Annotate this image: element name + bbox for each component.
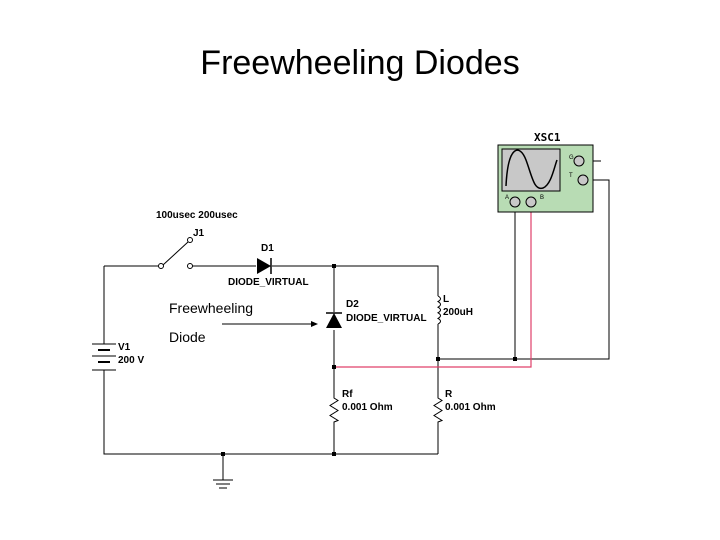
- diode-d1[interactable]: [257, 258, 272, 274]
- r-ref-label: R: [445, 389, 453, 400]
- battery-value-label: 200 V: [118, 355, 144, 366]
- scope-waveform: [505, 149, 558, 190]
- d2-model-label: DIODE_VIRTUAL: [346, 313, 427, 324]
- junction-dot: [513, 357, 517, 361]
- battery-ref-label: V1: [118, 342, 131, 353]
- junction-dot: [221, 452, 225, 456]
- slide-title: Freewheeling Diodes: [200, 44, 520, 82]
- junction-dot: [436, 357, 440, 361]
- annotation-line-1: Freewheeling: [169, 300, 253, 316]
- switch-ref-label: J1: [193, 228, 205, 239]
- scope-ref-label: XSC1: [534, 131, 561, 144]
- junction-dots: [221, 264, 517, 456]
- ground-icon: [213, 479, 233, 489]
- switch-timing-label: 100usec 200usec: [156, 210, 238, 221]
- scope-label-b: B: [540, 195, 544, 201]
- inductor-ref-label: L: [443, 294, 449, 305]
- scope-terminal-t[interactable]: [577, 174, 589, 186]
- diode-d2[interactable]: [326, 312, 342, 328]
- junction-dot: [332, 365, 336, 369]
- r-value-label: 0.001 Ohm: [445, 402, 496, 413]
- wire-trigger: [515, 179, 610, 360]
- wire-probe-b: [334, 204, 532, 368]
- circuit-wires: [103, 160, 610, 480]
- switch-j1[interactable]: [158, 237, 193, 269]
- oscilloscope-xsc1[interactable]: [497, 144, 594, 213]
- rf-ref-label: Rf: [342, 389, 353, 400]
- junction-dot: [332, 264, 336, 268]
- rf-value-label: 0.001 Ohm: [342, 402, 393, 413]
- scope-terminal-b[interactable]: [525, 196, 537, 208]
- scope-label-t: T: [569, 173, 573, 179]
- scope-terminal-g[interactable]: [573, 155, 585, 167]
- battery-v1[interactable]: [92, 343, 116, 371]
- scope-terminal-a[interactable]: [509, 196, 521, 208]
- inductor-value-label: 200uH: [443, 307, 473, 318]
- scope-label-a: A: [505, 195, 509, 201]
- resistor-r[interactable]: [433, 396, 444, 424]
- wire-probe-a: [438, 204, 516, 360]
- resistor-rf[interactable]: [329, 396, 340, 424]
- annotation-line-2: Diode: [169, 329, 206, 345]
- junction-dot: [332, 452, 336, 456]
- wire-left-lower: [103, 370, 438, 455]
- d2-ref-label: D2: [346, 299, 359, 310]
- d1-ref-label: D1: [261, 243, 274, 254]
- d1-model-label: DIODE_VIRTUAL: [228, 277, 309, 288]
- scope-label-g: G: [569, 155, 574, 161]
- wire-d1-to-node: [272, 265, 439, 296]
- annotation-arrow: [222, 321, 318, 327]
- inductor-l[interactable]: [436, 295, 441, 325]
